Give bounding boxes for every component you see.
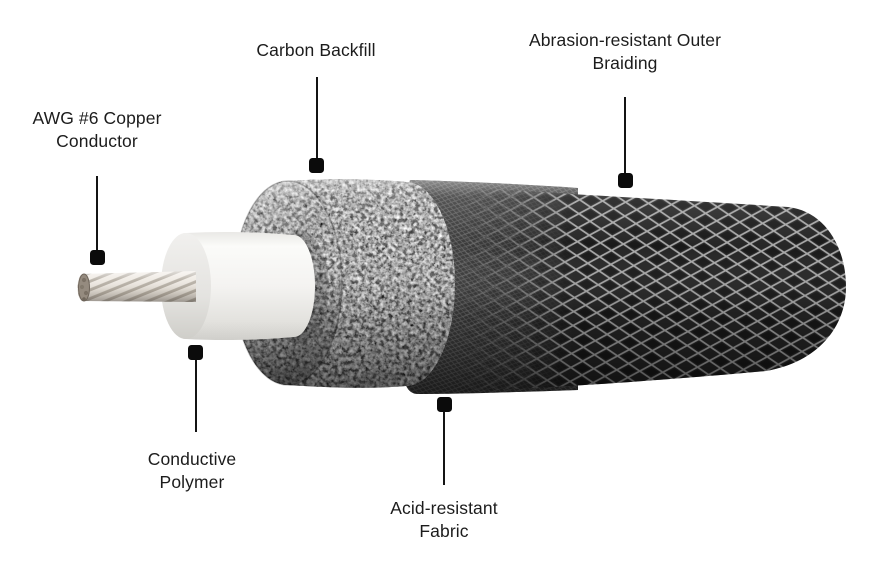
label-outer-braiding: Abrasion-resistant Outer Braiding [495,29,755,75]
leader-line-conductive-polymer [195,359,197,432]
leader-line-carbon-backfill [316,77,318,159]
label-carbon-backfill: Carbon Backfill [196,39,436,62]
marker-copper-conductor [90,250,105,265]
marker-outer-braiding [618,173,633,188]
marker-conductive-polymer [188,345,203,360]
label-outer-braiding-line2: Braiding [592,53,658,73]
label-conductive-polymer-line1: Conductive [147,449,237,469]
leader-line-copper-conductor [96,176,98,251]
conductor-wire [77,271,196,302]
label-carbon-backfill-line1: Carbon Backfill [256,40,376,60]
leader-line-acid-resistant-fabric [443,411,445,485]
label-copper-conductor-line2: Conductor [56,131,138,151]
label-copper-conductor: AWG #6 Copper Conductor [0,107,197,153]
label-acid-resistant-fabric: Acid-resistant Fabric [334,497,554,543]
label-conductive-polymer-line2: Polymer [159,472,225,492]
label-conductive-polymer: Conductive Polymer [92,448,292,494]
braided-outer-layer [438,185,846,392]
label-acid-resistant-fabric-line1: Acid-resistant [390,498,498,518]
marker-carbon-backfill [309,158,324,173]
label-outer-braiding-line1: Abrasion-resistant Outer [528,30,722,50]
marker-acid-resistant-fabric [437,397,452,412]
label-copper-conductor-line1: AWG #6 Copper [32,108,162,128]
label-acid-resistant-fabric-line2: Fabric [419,521,469,541]
leader-line-outer-braiding [624,97,626,174]
